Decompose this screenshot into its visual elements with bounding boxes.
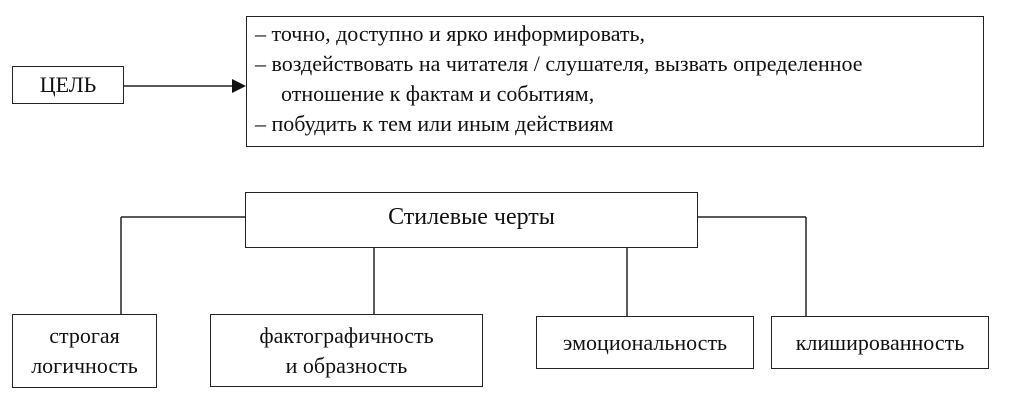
feature-text: строгая — [49, 323, 120, 348]
goal-list-box: – точно, доступно и ярко информировать, … — [246, 16, 984, 147]
feature-text: логичность — [31, 353, 138, 378]
goal-item: отношение к фактам и событиям, — [281, 81, 595, 106]
feature-text: клишированность — [795, 329, 965, 355]
feature-text: эмоциональность — [562, 329, 728, 355]
goal-item: – воздействовать на читателя / слушателя… — [255, 51, 863, 76]
goal-box: ЦЕЛЬ — [12, 66, 124, 104]
goal-label: ЦЕЛЬ — [39, 72, 97, 97]
feature-text: фактографичность — [259, 322, 434, 348]
arrow-head-icon — [232, 79, 246, 93]
feature-box-emotionality: эмоциональность — [536, 316, 754, 369]
goal-item: – точно, доступно и ярко информировать, — [255, 21, 646, 46]
feature-text: и образность — [285, 352, 408, 378]
feature-box-cliche: клишированность — [771, 316, 989, 369]
style-features-title: Стилевые черты — [388, 203, 555, 230]
style-features-title-box: Стилевые черты — [245, 192, 698, 248]
feature-box-strict-logic: строгая логичность — [12, 314, 157, 388]
feature-box-factography: фактографичность и образность — [210, 314, 483, 387]
goal-item: – побудить к тем или иным действиям — [255, 111, 614, 136]
